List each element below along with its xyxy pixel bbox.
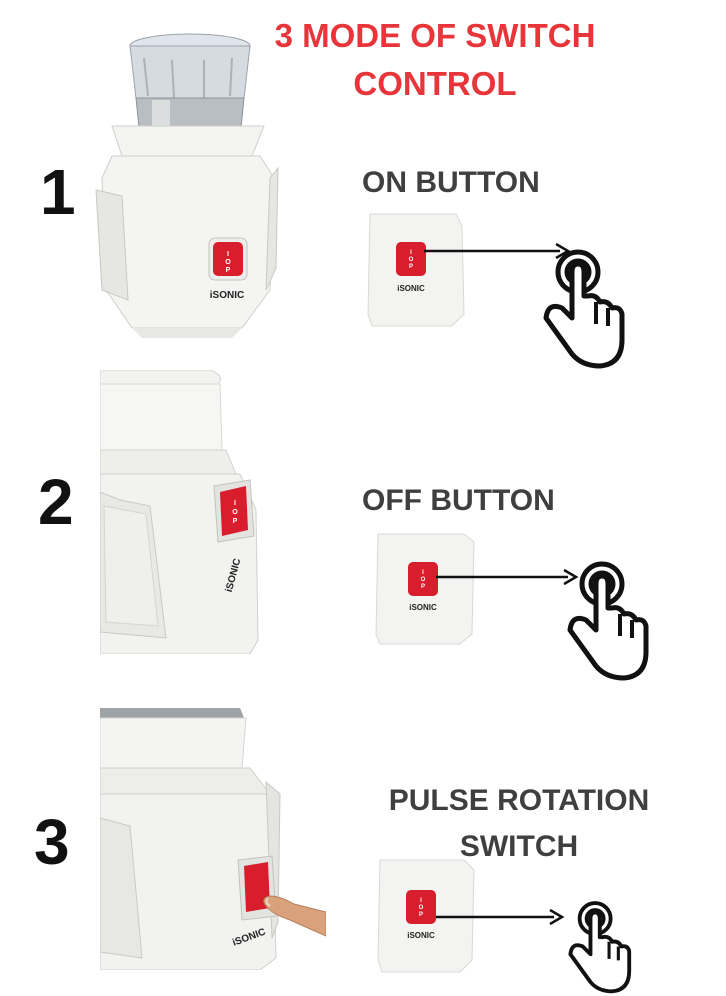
tap-hand-icon <box>568 901 632 994</box>
mode-3-label: PULSE ROTATION SWITCH <box>376 778 662 870</box>
switch-mark-p: P <box>419 912 423 918</box>
blender-photo-2: I O P iSONIC <box>100 370 259 654</box>
switch-mark-o: O <box>225 259 231 266</box>
blender-photo-3: iSONIC <box>100 708 326 970</box>
switch-closeup-2: I O P iSONIC <box>375 533 475 645</box>
tap-hand-icon <box>567 561 649 681</box>
tap-hand-icon <box>543 249 625 369</box>
mode-1-label: ON BUTTON <box>362 160 540 206</box>
brand-logo: iSONIC <box>397 284 425 293</box>
switch-closeup-1: I O P iSONIC <box>367 213 465 327</box>
switch-mark-p: P <box>409 264 413 270</box>
brand-logo: iSONIC <box>210 290 244 301</box>
title-line-2: CONTROL <box>353 65 517 102</box>
switch-mark-p: P <box>226 267 231 274</box>
mode-3-number: 3 <box>34 806 70 878</box>
mode-3-label-line-1: PULSE ROTATION <box>388 784 650 817</box>
page-title: 3 MODE OF SWITCH CONTROL <box>230 12 640 108</box>
switch-mark-i: I <box>420 898 422 904</box>
switch-closeup-3: I O P iSONIC <box>377 859 475 973</box>
mode-1-label-line-1: ON BUTTON <box>362 166 540 199</box>
title-line-1: 3 MODE OF SWITCH <box>274 17 596 54</box>
mode-2-label-line-1: OFF BUTTON <box>362 484 555 517</box>
switch-mark-i: I <box>227 251 229 258</box>
mode-3-label-line-2: SWITCH <box>459 830 579 863</box>
mode-2-label: OFF BUTTON <box>362 478 555 524</box>
switch-mark-p: P <box>233 518 238 525</box>
brand-logo: iSONIC <box>407 931 435 940</box>
brand-logo: iSONIC <box>409 603 437 612</box>
switch-mark-o: O <box>419 905 424 911</box>
switch-mark-o: O <box>232 509 238 516</box>
blender-photo-1: I O P iSONIC <box>95 33 279 338</box>
arrow-right-icon <box>436 908 565 926</box>
mode-2-number: 2 <box>38 466 74 538</box>
mode-1-number: 1 <box>40 156 76 228</box>
switch-mark-o: O <box>421 577 426 583</box>
switch-mark-o: O <box>409 257 414 263</box>
switch-mark-i: I <box>422 570 424 576</box>
switch-mark-i: I <box>234 500 236 507</box>
arrow-right-icon <box>424 242 571 260</box>
switch-mark-i: I <box>410 250 412 256</box>
switch-mark-p: P <box>421 584 425 590</box>
arrow-right-icon <box>436 568 579 586</box>
